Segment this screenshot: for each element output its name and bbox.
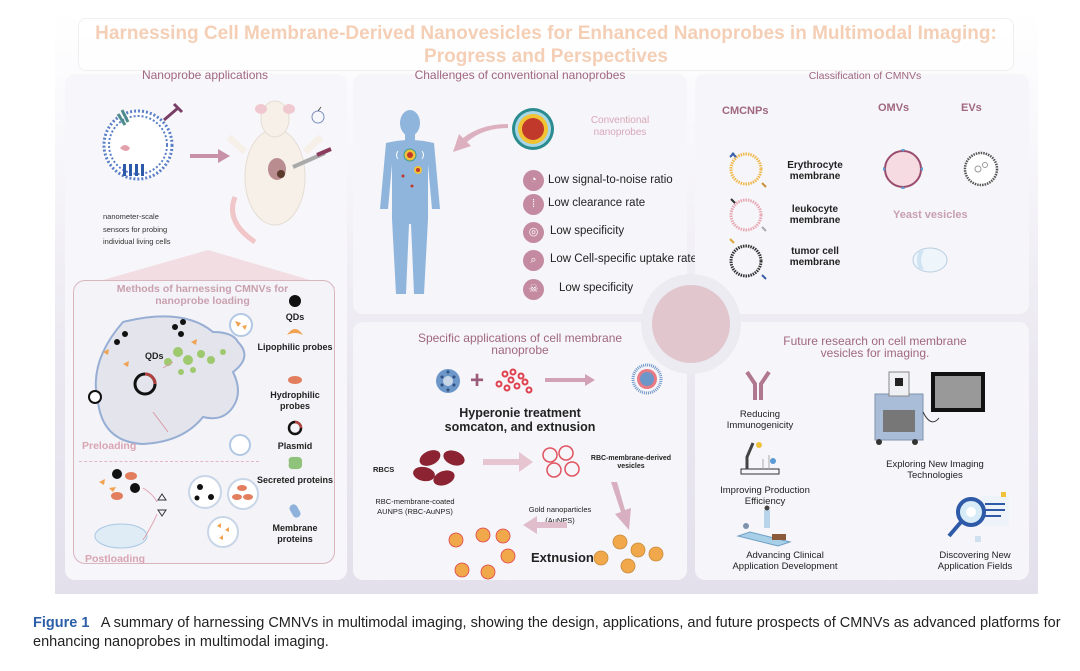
erythrocyte-membrane-icon [729, 152, 767, 188]
target-icon: ◎ [523, 222, 544, 243]
legend-item: Membrane proteins [255, 504, 335, 545]
lipophilic-vesicle-icon [229, 313, 253, 337]
down-arrow-icon [611, 482, 631, 530]
legend-item: Lipophilic probes [255, 324, 335, 353]
conventional-nanoprobe-label: Conventional nanoprobes [590, 115, 650, 138]
arrow-icon [545, 374, 595, 386]
snr-icon: ◔ [523, 170, 544, 191]
small-vesicle-icon [229, 434, 251, 456]
title-line-1: Harnessing Cell Membrane-Derived Nanoves… [95, 23, 997, 44]
coated-nanoparticle-icon [631, 363, 663, 395]
antibody-icon [745, 370, 771, 400]
skull-icon: ☠ [523, 279, 544, 300]
arrow-icon [483, 452, 533, 472]
header-evs: EVs [961, 102, 982, 114]
qd-icon [289, 295, 301, 307]
rbc-cluster-icon [413, 450, 465, 486]
caption-text: A summary of harnessing CMNVs in multimo… [33, 615, 1061, 650]
plus-icon: + [470, 367, 485, 394]
section-title-future: Future research on cell membrane vesicle… [783, 334, 967, 360]
vesicle-icon [102, 102, 184, 181]
mouse-icon [226, 100, 332, 245]
leukocyte-membrane-icon [729, 198, 767, 232]
divider [79, 461, 259, 462]
postloading-diagram [94, 469, 259, 549]
membrane-protein-icon [289, 504, 301, 518]
legend-item: QDs [255, 294, 335, 322]
magnifier-cell-icon: ⌕ [523, 250, 544, 271]
left-arrow-icon [523, 516, 567, 534]
panel-specific-applications [353, 322, 687, 580]
section-title-classification: Classification of CMNVs [808, 70, 922, 82]
extrusion-label: Extnusion [531, 550, 594, 565]
tumor-cell-membrane-icon [729, 238, 767, 280]
arrow-icon [190, 149, 230, 163]
postloading-label: Postloading [85, 553, 146, 565]
section-title-applications: Nanoprobe applications [141, 68, 269, 82]
methods-title: Methods of harnessing CMNVs for nanoprob… [116, 283, 289, 307]
title-line-2: Progress and Perspectives [424, 46, 668, 67]
hydrophilic-probe-icon [288, 376, 302, 384]
robot-arm-icon [740, 442, 780, 475]
coated-label: RBC-membrane-coated AUNPS (RBC-AuNPS) [375, 497, 455, 516]
header-omvs: OMVs [878, 102, 910, 114]
rbc-vesicles-icon [542, 445, 580, 478]
gold-label: Gold nanoparticles (AuNPS) [528, 505, 592, 525]
secreted-protein-icon [288, 456, 303, 470]
clearance-icon: ⁞ [523, 194, 544, 215]
conventional-nanoprobe-icon [512, 108, 554, 150]
curved-arrow-icon [453, 124, 508, 152]
hospital-bed-icon [736, 505, 792, 547]
legend-item: Hydrophilic probes [255, 372, 335, 412]
antibody-icon [311, 106, 325, 124]
qds-label: QDs [145, 351, 164, 361]
zoom-triangle [75, 250, 337, 288]
applications-description: nanometer-scale sensors for probing indi… [103, 212, 171, 246]
imaging-device-icon [874, 371, 985, 445]
header-cmcnps: CMCNPs [722, 105, 769, 117]
yeast-vesicle-icon [912, 247, 948, 273]
red-blood-cells-icon [495, 368, 533, 394]
legend-item: Secreted proteins [255, 456, 335, 486]
ev-icon [963, 151, 999, 187]
treatment-label: Hyperonie treatment somcaton, and extnus… [444, 406, 596, 434]
yeast-vesicles-label: Yeast vesicles [893, 209, 968, 221]
legend-item: Plasmid [255, 420, 335, 451]
cell-diagram [88, 315, 246, 446]
magnifier-document-icon [947, 492, 1009, 542]
lipophilic-probe-icon [287, 329, 303, 335]
human-body-icon [380, 110, 440, 294]
vesicles-label: RBC-membrane-derived vesicles [590, 455, 672, 470]
section-title-specific: Specific applications of cell membrane n… [417, 331, 623, 357]
figure-title: Harnessing Cell Membrane-Derived Nanoves… [78, 18, 1014, 71]
coated-aunps-icon [448, 527, 516, 580]
rbcs-label: RBCS [373, 465, 395, 474]
figure-caption: Figure 1 A summary of harnessing CMNVs i… [33, 614, 1063, 652]
section-title-challenges: Challenges of conventional nanoprobes [414, 68, 626, 82]
plasmid-icon [287, 420, 303, 436]
center-circle [641, 274, 741, 374]
caption-label: Figure 1 [33, 615, 90, 631]
omv-icon [883, 149, 923, 189]
aunps-icon [593, 534, 664, 574]
nanoparticle-core-icon [436, 369, 460, 393]
figure: Harnessing Cell Membrane-Derived Nanoves… [55, 12, 1038, 594]
preloading-label: Preloading [82, 440, 137, 452]
